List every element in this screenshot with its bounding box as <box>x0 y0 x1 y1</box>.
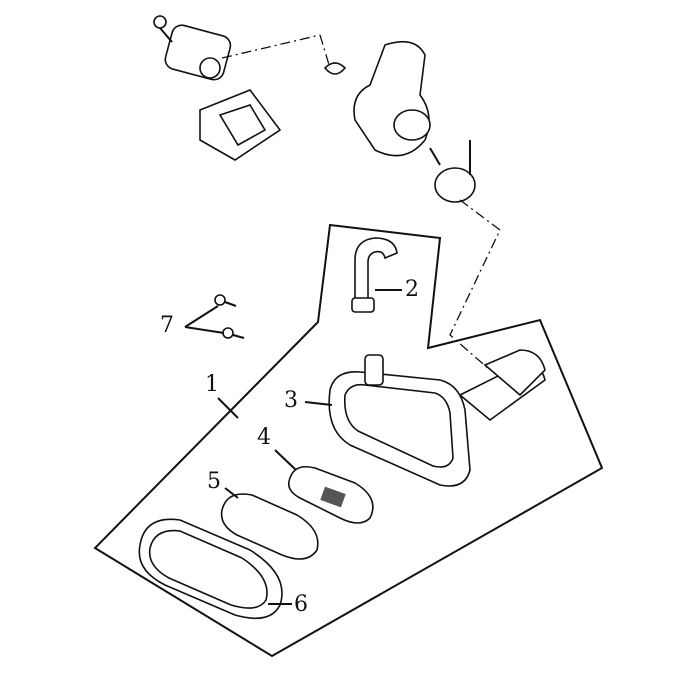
leader-3 <box>304 401 333 406</box>
callout-6: 6 <box>294 592 308 617</box>
carburetor-icon <box>153 15 232 81</box>
leader-5 <box>224 487 239 499</box>
filter-element-icon <box>287 465 374 524</box>
clamp-ring-icon <box>429 140 476 203</box>
callout-2: 2 <box>405 277 419 302</box>
leader-dashed-1 <box>221 34 321 59</box>
leader-7b <box>184 326 225 334</box>
assembly-outline <box>93 223 604 658</box>
callout-3: 3 <box>284 388 298 413</box>
sponge-filter-icon <box>220 493 319 560</box>
callout-5: 5 <box>207 469 221 494</box>
callout-7: 7 <box>160 313 174 338</box>
callout-1: 1 <box>205 372 219 397</box>
gasket-icon <box>199 89 282 161</box>
leader-7a <box>184 305 219 328</box>
breather-tube-icon <box>351 237 398 313</box>
intake-manifold-icon <box>323 40 431 157</box>
air-cleaner-cover-icon <box>138 518 283 620</box>
callout-4: 4 <box>257 425 271 450</box>
leader-1 <box>217 397 239 419</box>
screws-icon <box>214 294 245 339</box>
leader-4 <box>274 449 297 471</box>
air-cleaner-case-icon <box>328 349 546 487</box>
leader-dashed-3 <box>449 199 501 371</box>
leader-dashed-2 <box>319 34 331 69</box>
